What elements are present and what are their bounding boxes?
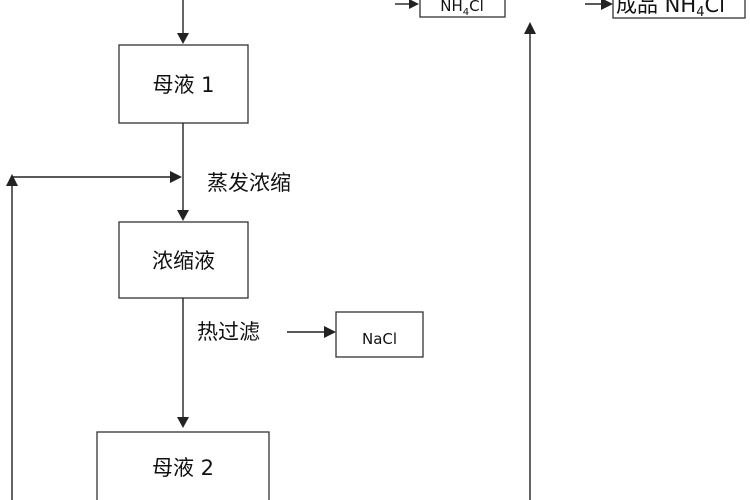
- node-nh4cl-top: NH4Cl: [419, 0, 506, 18]
- node-mother-liquor-1-label: 母液 1: [152, 73, 214, 97]
- node-nacl-label: NaCl: [362, 330, 397, 348]
- node-mother-liquor-2: 母液 2: [96, 431, 270, 500]
- node-product-nh4cl-label: 成品 NH4Cl: [616, 0, 725, 20]
- arrowhead-into-mother-liquor-2: [177, 417, 189, 428]
- recycle-arrowhead-right: [170, 171, 182, 183]
- edge-label-hot-filter: 热过滤: [197, 320, 260, 344]
- arrowhead-into-product: [601, 0, 613, 10]
- node-mother-liquor-2-label: 母液 2: [152, 456, 214, 480]
- arrowhead-into-concentrate: [177, 210, 189, 221]
- arrowhead-into-mother-liquor-1: [177, 33, 189, 44]
- node-concentrate: 浓缩液: [118, 221, 249, 299]
- node-mother-liquor-1: 母液 1: [118, 44, 249, 124]
- node-nh4cl-top-label: NH4Cl: [440, 0, 484, 18]
- node-product-nh4cl: 成品 NH4Cl: [612, 0, 746, 20]
- arrowhead-right-up: [524, 22, 536, 34]
- arrowhead-into-nacl: [324, 326, 336, 338]
- node-concentrate-label: 浓缩液: [152, 249, 215, 273]
- edge-label-evaporate-concentrate: 蒸发浓缩: [207, 171, 291, 195]
- node-nacl: NaCl: [335, 311, 424, 358]
- arrowhead-into-nh4cl: [409, 0, 419, 9]
- recycle-arrowhead-up: [6, 174, 18, 186]
